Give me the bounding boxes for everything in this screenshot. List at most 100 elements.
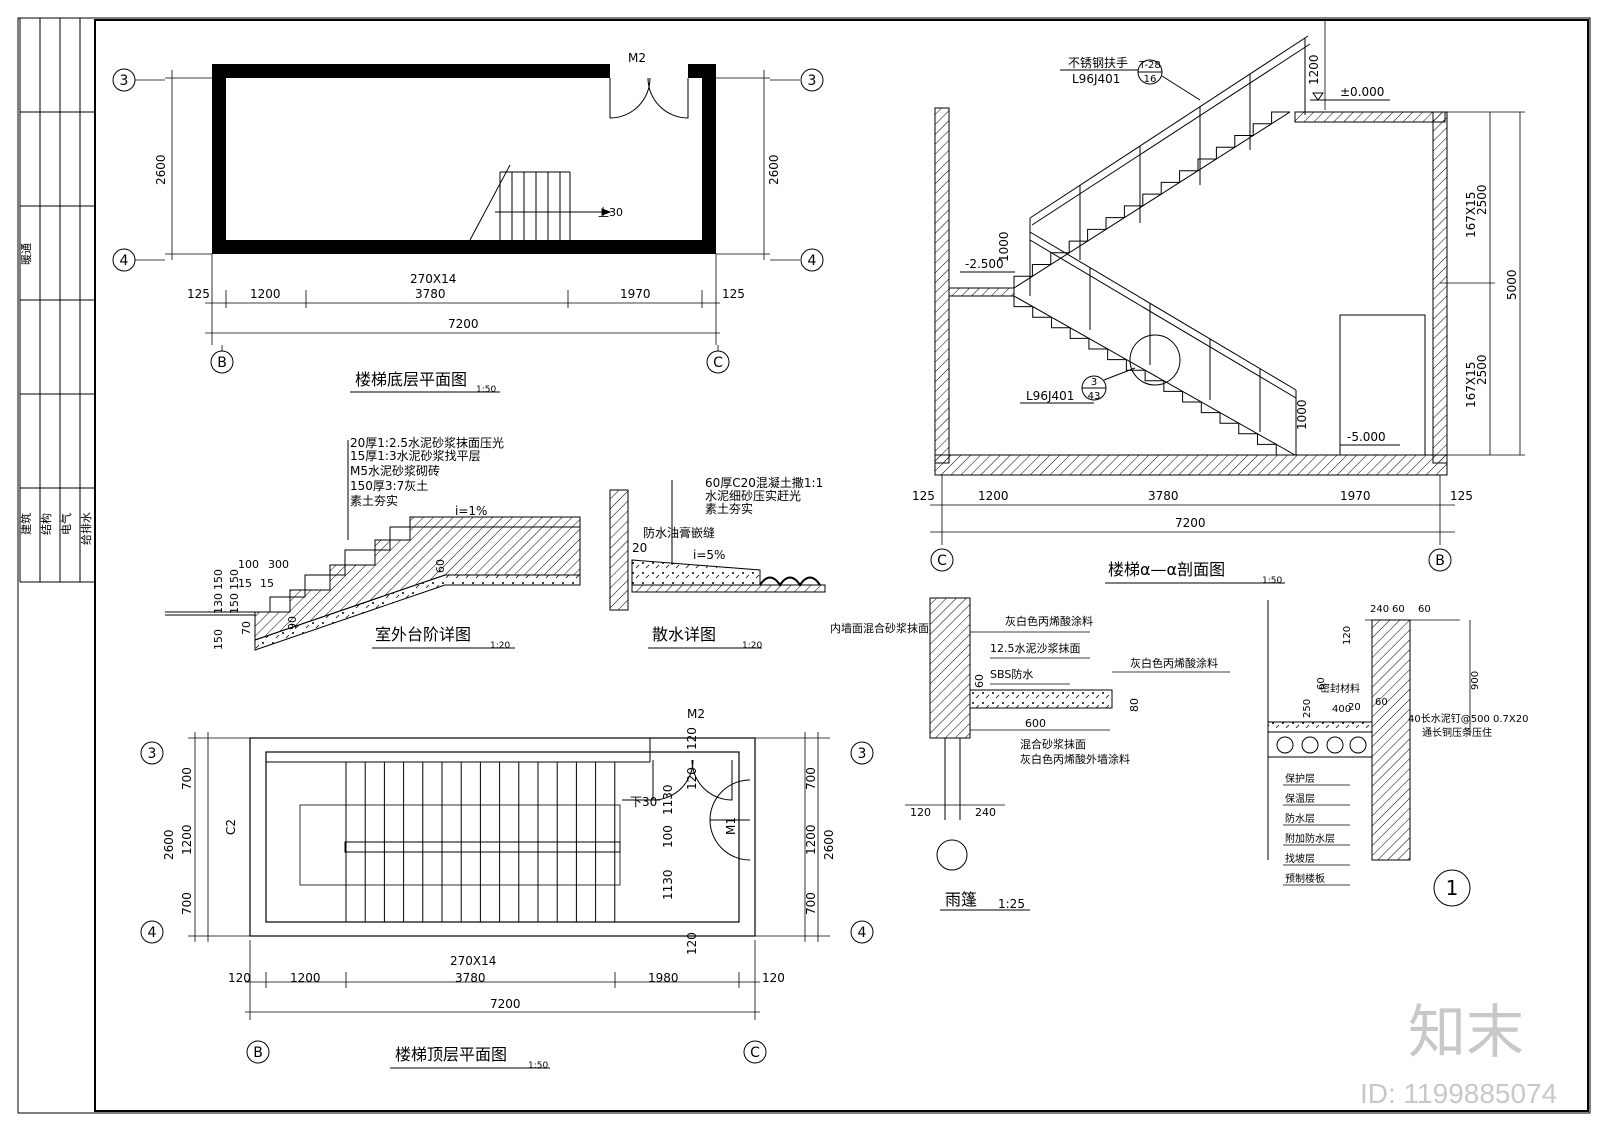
top-dim-17: 1980 <box>648 971 679 985</box>
apron-dim20: 20 <box>632 541 647 555</box>
canopy-dim-2: 600 <box>1025 717 1046 730</box>
canopy-label-6: 灰白色丙烯酸外墙涂料 <box>1020 752 1130 766</box>
step-dim-11: 70 <box>240 621 253 635</box>
section-dim-3: 167X15 <box>1464 192 1478 238</box>
plan-bottom-dim-5: 7200 <box>448 317 479 331</box>
det1-dim-3: 20 <box>1348 702 1361 713</box>
step-layer-3: 150厚3:7灰土 <box>350 479 428 493</box>
det1-layer-0: 保护层 <box>1285 772 1315 785</box>
section-rail-num: T-28 <box>1138 60 1161 71</box>
outer-border <box>17 17 1591 1114</box>
section-det-den: 43 <box>1088 391 1101 402</box>
apron-layer-1: 水泥细砂压实赶光 <box>705 488 801 503</box>
canopy-scale: 1:25 <box>998 897 1025 911</box>
det1-label-1: 40长水泥钉@500 0.7X20 <box>1408 712 1528 725</box>
canopy-label-1: 灰白色丙烯酸涂料 <box>1005 614 1093 628</box>
title-block <box>19 18 95 583</box>
det1-dim-4: 400 <box>1332 704 1351 715</box>
plan-bottom-dim-4: 125 <box>722 287 745 301</box>
canopy-label-5: 混合砂浆抹面 <box>1020 737 1086 751</box>
canopy-label-0: 内墙面混合砂浆抹面 <box>830 621 929 635</box>
det1-label-2: 通长铜压条压住 <box>1422 726 1492 739</box>
top-dim-10: 700 <box>804 767 818 790</box>
step-layer-2: M5水泥砂浆砌砖 <box>350 463 440 478</box>
top-dim-6: 700 <box>180 767 194 790</box>
section-rail-ref: L96J401 <box>1072 72 1120 86</box>
section-elev-m5: -5.000 <box>1347 430 1386 444</box>
top-dim-4: 1130 <box>661 869 675 900</box>
inner-border <box>94 19 1589 1112</box>
brand-id: ID: 1199885074 <box>1360 1078 1557 1109</box>
plan-top: M2 M1 C2 下30 270X14 120 120 1130 100 113… <box>140 707 874 1071</box>
plan-bottom: M2 上30 270X14 125 1200 3780 1970 125 720… <box>112 51 824 395</box>
section-dim-4: 2500 <box>1475 184 1489 215</box>
plan-top-title: 楼梯顶层平面图 <box>395 1045 507 1064</box>
section-rail-den: 16 <box>1144 74 1157 85</box>
section-rail: 不锈钢扶手 <box>1068 55 1128 70</box>
section-axis-1: B <box>1435 553 1445 569</box>
tb-arch: 建筑 <box>19 513 33 535</box>
plan-bottom-scale: 1:50 <box>476 385 496 395</box>
det1-dim-5: 60 <box>1375 697 1388 708</box>
canopy-label-2: 12.5水泥沙浆抹面 <box>990 641 1081 655</box>
section-lower-steps <box>1013 296 1295 456</box>
top-axis-5: C <box>750 1045 760 1061</box>
section-elev-0: ±0.000 <box>1340 85 1384 99</box>
plan-bottom-axis-4: B <box>217 355 227 371</box>
det1-layer-4: 找坡层 <box>1285 852 1315 865</box>
det1-dim-1: 250 <box>1302 699 1313 718</box>
top-door1: M1 <box>724 817 738 835</box>
top-down: 下30 <box>630 795 657 809</box>
step-title: 室外台阶详图 <box>375 625 471 644</box>
plan-bottom-axis-1: 4 <box>120 253 129 269</box>
tb-hvac: 暖通 <box>20 243 33 265</box>
section-elev-m25: -2.500 <box>965 257 1004 271</box>
top-dim-3: 100 <box>661 825 675 848</box>
top-dim-2: 1130 <box>661 784 675 815</box>
section-det-ref: L96J401 <box>1026 389 1074 403</box>
det1-layer-1: 保温层 <box>1285 792 1315 805</box>
det1-top-1: 60 <box>1392 604 1405 615</box>
step-dim-2: 150 <box>212 569 225 590</box>
apron-seal: 防水油膏嵌缝 <box>643 525 715 540</box>
canopy-dim-0: 60 <box>973 674 986 688</box>
det1-top-0: 240 <box>1370 604 1389 615</box>
section-dim-2: 1000 <box>1295 399 1309 430</box>
top-axis-4: B <box>253 1045 263 1061</box>
top-dim-12: 700 <box>804 892 818 915</box>
top-steps: 270X14 <box>450 954 496 968</box>
top-dim-18: 120 <box>762 971 785 985</box>
top-dim-15: 1200 <box>290 971 321 985</box>
top-axis-1: 4 <box>148 925 157 941</box>
plan-bottom-up: 上30 <box>598 206 623 219</box>
step-dim-8: 15 <box>260 577 274 590</box>
plan-bottom-dim-3: 1970 <box>620 287 651 301</box>
section-scale: 1:50 <box>1262 576 1282 586</box>
tb-struct: 结构 <box>39 513 53 535</box>
top-axis-3: 4 <box>858 925 867 941</box>
plan-bottom-dim-2: 3780 <box>415 287 446 301</box>
plan-bottom-dim-0: 125 <box>187 287 210 301</box>
step-dim-6: 150 <box>212 629 225 650</box>
step-slope: i=1% <box>455 504 487 518</box>
det1-layer-2: 防水层 <box>1285 812 1315 825</box>
canopy-dim-4: 240 <box>975 806 996 819</box>
plan-bottom-axis-0: 3 <box>120 73 129 89</box>
section-title: 楼梯α—α剖面图 <box>1108 560 1225 579</box>
step-dim-1: 300 <box>268 558 289 571</box>
plan-bottom-dim-1: 1200 <box>250 287 281 301</box>
plan-top-scale: 1:50 <box>528 1061 548 1071</box>
step-dim-10: 90 <box>286 616 299 630</box>
top-dim-11: 1200 <box>804 824 818 855</box>
canopy-label-3: SBS防水 <box>990 667 1033 681</box>
step-layer-0: 20厚1:2.5水泥砂浆抹面压光 <box>350 435 504 450</box>
canopy-detail: 内墙面混合砂浆抹面 灰白色丙烯酸涂料 12.5水泥沙浆抹面 SBS防水 灰白色丙… <box>830 597 1230 911</box>
top-dim-0: 120 <box>685 727 699 750</box>
apron-layer-2: 素土夯实 <box>705 501 753 516</box>
det1-layer-3: 附加防水层 <box>1285 832 1335 845</box>
section-axis-0: C <box>937 553 947 569</box>
top-dim-1: 120 <box>685 932 699 955</box>
top-axis-0: 3 <box>148 746 157 762</box>
section-dim-8: 125 <box>912 489 935 503</box>
apron-scale: 1:20 <box>742 641 762 651</box>
